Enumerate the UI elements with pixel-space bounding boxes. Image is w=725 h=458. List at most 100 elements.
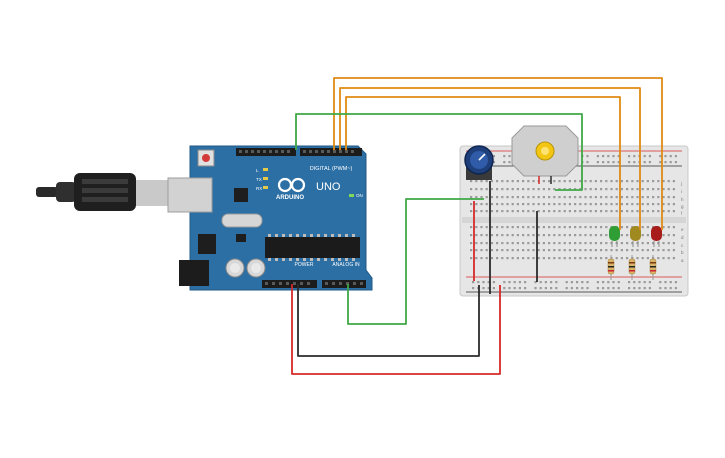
breadboard-hole[interactable] [480, 257, 483, 260]
breadboard-hole[interactable] [490, 234, 493, 237]
breadboard-hole[interactable] [568, 249, 571, 252]
breadboard-hole[interactable] [652, 180, 655, 183]
breadboard-hole[interactable] [633, 161, 636, 164]
breadboard-hole[interactable] [508, 155, 511, 158]
breadboard-hole[interactable] [553, 210, 556, 213]
breadboard-hole[interactable] [506, 257, 509, 260]
breadboard-hole[interactable] [542, 234, 545, 237]
breadboard-hole[interactable] [490, 242, 493, 245]
breadboard-hole[interactable] [537, 242, 540, 245]
breadboard-hole[interactable] [638, 281, 641, 284]
breadboard-hole[interactable] [605, 249, 608, 252]
breadboard-hole[interactable] [596, 155, 599, 158]
breadboard-hole[interactable] [662, 226, 665, 229]
breadboard-hole[interactable] [589, 196, 592, 199]
breadboard-hole[interactable] [589, 180, 592, 183]
breadboard-hole[interactable] [527, 226, 530, 229]
breadboard-hole[interactable] [646, 226, 649, 229]
breadboard-hole[interactable] [553, 226, 556, 229]
breadboard-hole[interactable] [605, 234, 608, 237]
breadboard-hole[interactable] [522, 180, 525, 183]
breadboard-hole[interactable] [626, 249, 629, 252]
breadboard-hole[interactable] [522, 249, 525, 252]
breadboard-hole[interactable] [646, 234, 649, 237]
breadboard-hole[interactable] [610, 249, 613, 252]
breadboard-hole[interactable] [584, 226, 587, 229]
breadboard-hole[interactable] [527, 188, 530, 191]
breadboard-hole[interactable] [496, 242, 499, 245]
breadboard-hole[interactable] [659, 161, 662, 164]
breadboard-hole[interactable] [626, 257, 629, 260]
breadboard-hole[interactable] [628, 287, 631, 290]
breadboard-hole[interactable] [667, 242, 670, 245]
breadboard-hole[interactable] [492, 281, 495, 284]
breadboard-hole[interactable] [615, 257, 618, 260]
breadboard-hole[interactable] [589, 210, 592, 213]
breadboard-hole[interactable] [652, 196, 655, 199]
usb-cable[interactable] [36, 173, 170, 211]
breadboard-hole[interactable] [532, 203, 535, 206]
breadboard-hole[interactable] [548, 226, 551, 229]
breadboard-hole[interactable] [646, 203, 649, 206]
breadboard-hole[interactable] [485, 210, 488, 213]
breadboard-hole[interactable] [600, 180, 603, 183]
breadboard-hole[interactable] [542, 249, 545, 252]
breadboard-hole[interactable] [568, 210, 571, 213]
breadboard-hole[interactable] [584, 242, 587, 245]
breadboard-hole[interactable] [662, 242, 665, 245]
breadboard-hole[interactable] [667, 203, 670, 206]
breadboard-hole[interactable] [669, 155, 672, 158]
breadboard-hole[interactable] [532, 210, 535, 213]
breadboard-hole[interactable] [600, 203, 603, 206]
breadboard-hole[interactable] [480, 226, 483, 229]
breadboard-hole[interactable] [550, 281, 553, 284]
breadboard-hole[interactable] [496, 234, 499, 237]
breadboard-hole[interactable] [522, 203, 525, 206]
breadboard-hole[interactable] [503, 155, 506, 158]
breadboard-hole[interactable] [534, 287, 537, 290]
led-green[interactable] [609, 226, 620, 247]
breadboard-hole[interactable] [532, 249, 535, 252]
breadboard-hole[interactable] [586, 287, 589, 290]
breadboard-hole[interactable] [652, 249, 655, 252]
breadboard-hole[interactable] [475, 226, 478, 229]
breadboard-hole[interactable] [511, 226, 514, 229]
breadboard-hole[interactable] [513, 287, 516, 290]
breadboard-hole[interactable] [636, 180, 639, 183]
breadboard-hole[interactable] [485, 242, 488, 245]
breadboard-hole[interactable] [501, 188, 504, 191]
breadboard-hole[interactable] [596, 161, 599, 164]
breadboard-hole[interactable] [537, 257, 540, 260]
breadboard-hole[interactable] [669, 287, 672, 290]
breadboard-hole[interactable] [646, 180, 649, 183]
breadboard-hole[interactable] [652, 203, 655, 206]
breadboard-hole[interactable] [485, 257, 488, 260]
breadboard-hole[interactable] [584, 203, 587, 206]
breadboard-hole[interactable] [641, 188, 644, 191]
breadboard-hole[interactable] [612, 281, 615, 284]
breadboard-hole[interactable] [537, 188, 540, 191]
breadboard-hole[interactable] [631, 203, 634, 206]
breadboard-hole[interactable] [503, 281, 506, 284]
breadboard-hole[interactable] [490, 203, 493, 206]
breadboard-hole[interactable] [646, 210, 649, 213]
breadboard-hole[interactable] [615, 210, 618, 213]
breadboard-hole[interactable] [631, 196, 634, 199]
led-yellow[interactable] [630, 226, 641, 247]
breadboard-hole[interactable] [636, 188, 639, 191]
breadboard-hole[interactable] [667, 180, 670, 183]
breadboard-hole[interactable] [607, 281, 610, 284]
breadboard-hole[interactable] [657, 257, 660, 260]
breadboard-hole[interactable] [581, 287, 584, 290]
breadboard-hole[interactable] [602, 287, 605, 290]
breadboard-hole[interactable] [485, 180, 488, 183]
breadboard-hole[interactable] [672, 249, 675, 252]
breadboard-hole[interactable] [605, 242, 608, 245]
breadboard-hole[interactable] [628, 161, 631, 164]
wire-red-5v[interactable] [291, 284, 501, 375]
breadboard-hole[interactable] [490, 210, 493, 213]
breadboard-hole[interactable] [607, 155, 610, 158]
breadboard-hole[interactable] [672, 188, 675, 191]
wire-green-motor[interactable] [295, 113, 583, 191]
breadboard-hole[interactable] [576, 281, 579, 284]
